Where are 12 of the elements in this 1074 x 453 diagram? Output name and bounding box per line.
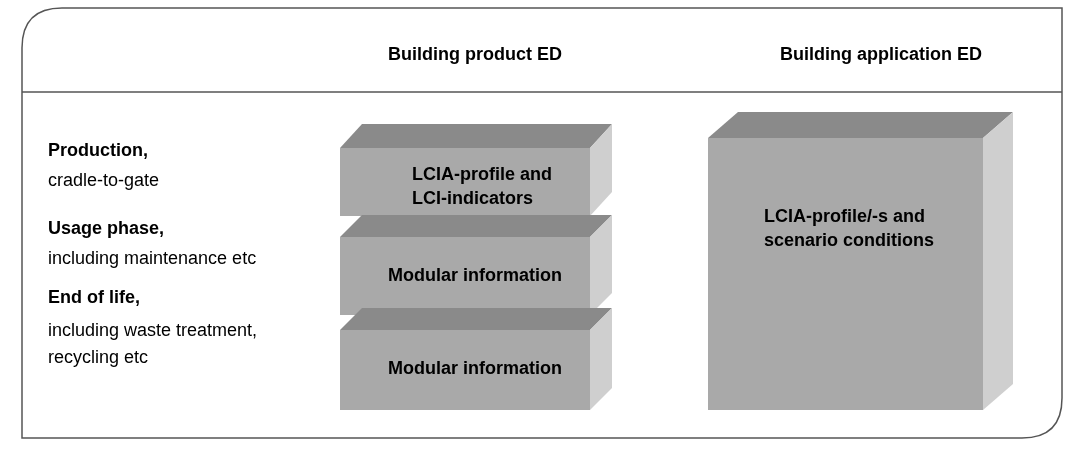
row-description: including maintenance etc (48, 248, 257, 269)
row-heading: Usage phase, (48, 218, 165, 239)
row-heading: Production, (48, 140, 148, 161)
block-label: LCIA-profile/-s and scenario conditions (764, 205, 936, 252)
column-heading: Building product ED (388, 44, 562, 65)
column-heading: Building application ED (780, 44, 982, 65)
row-description: including waste treatment, recycling etc (48, 319, 259, 369)
block-label: LCIA-profile and LCI-indicators (412, 163, 553, 210)
row-description: cradle-to-gate (48, 170, 160, 191)
block-label: Modular information (388, 264, 563, 287)
block-label: Modular information (388, 357, 563, 380)
row-heading: End of life, (48, 287, 140, 308)
